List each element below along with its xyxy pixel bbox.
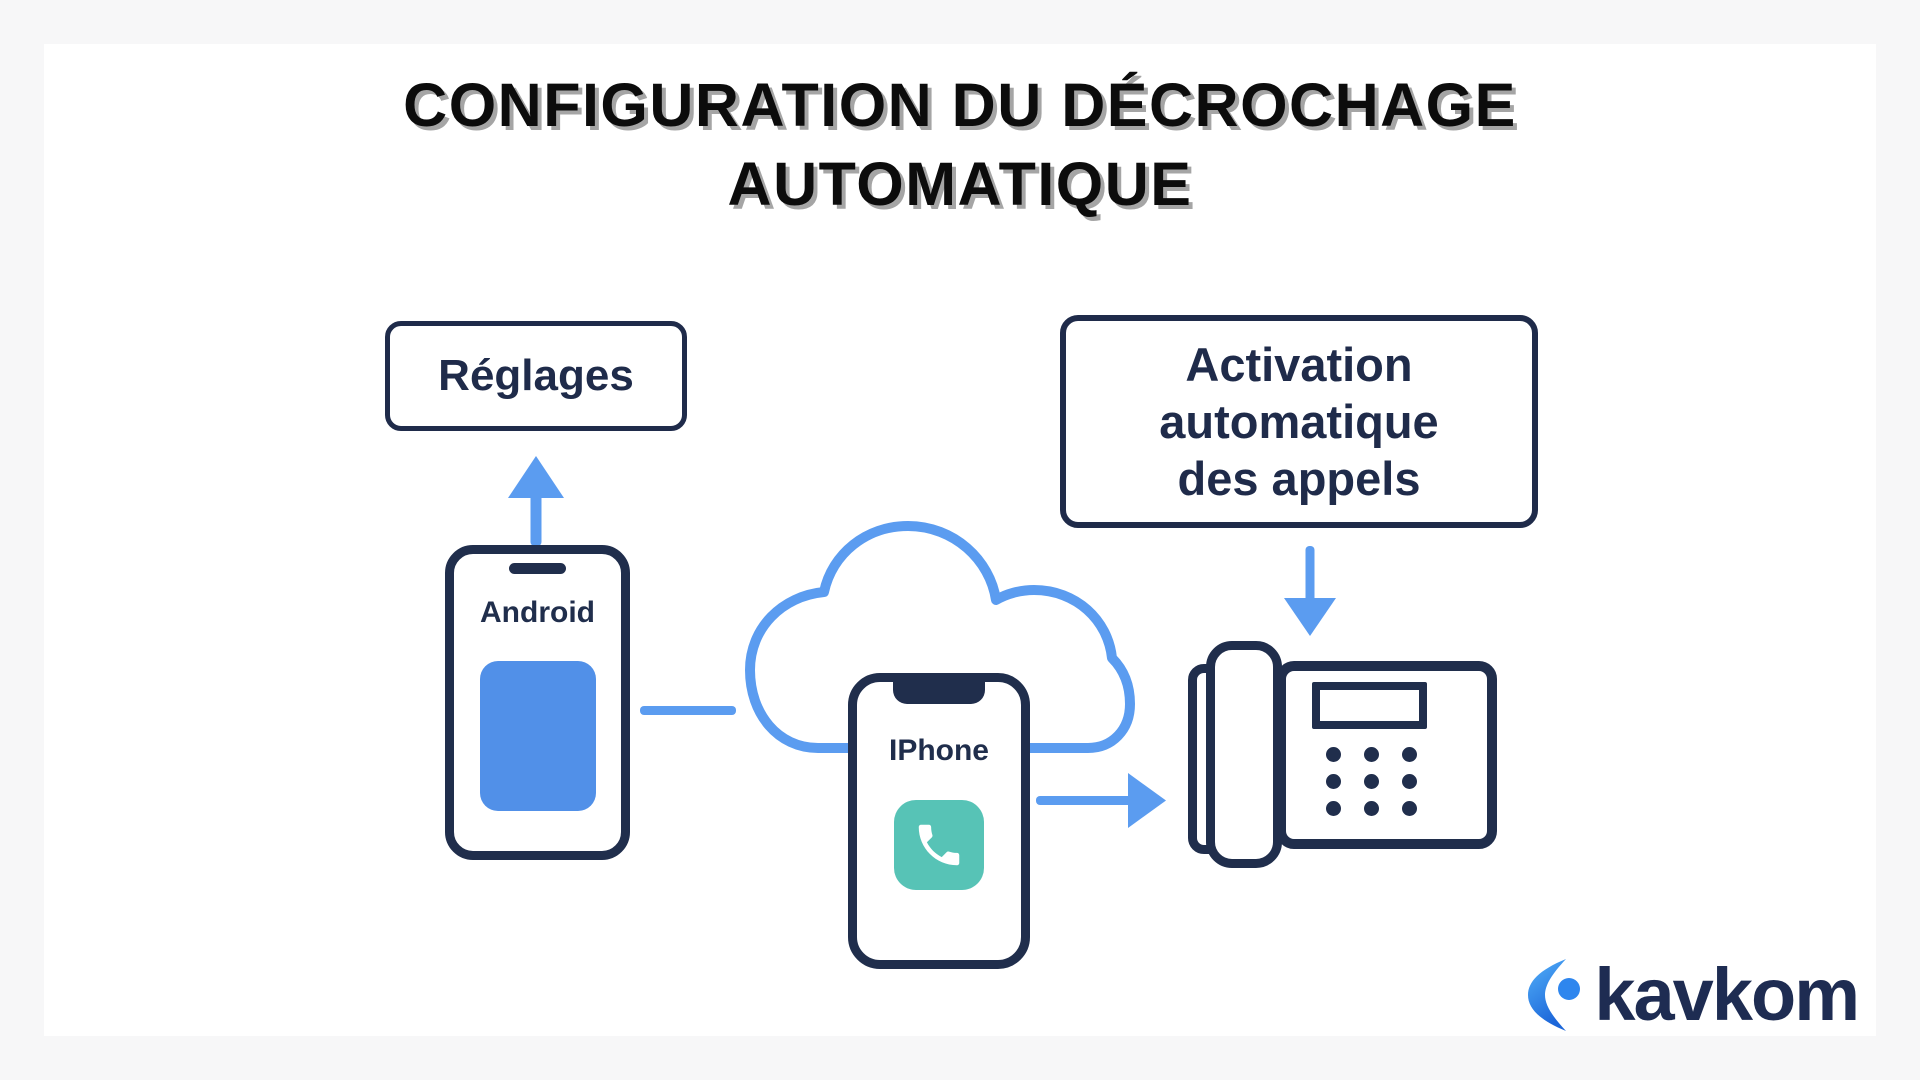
android-screen: [480, 661, 596, 811]
android-label: Android: [480, 596, 595, 629]
desk-phone-handset: [1206, 641, 1282, 868]
keypad-dot: [1326, 747, 1341, 762]
activation-box-line2: automatique: [1159, 394, 1439, 448]
phone-app-icon: [894, 800, 984, 890]
android-speaker-icon: [509, 563, 566, 574]
page-title: CONFIGURATION DU DÉCROCHAGE AUTOMATIQUE: [0, 66, 1920, 225]
iphone-label: IPhone: [888, 734, 989, 767]
page-title-line1: CONFIGURATION DU DÉCROCHAGE: [403, 71, 1517, 139]
activation-box: Activation automatique des appels: [1060, 315, 1538, 528]
settings-box-label: Réglages: [438, 351, 634, 400]
kavkom-logo-text: kavkom: [1594, 953, 1860, 1036]
kavkom-logo: kavkom: [1524, 953, 1860, 1036]
keypad-dot: [1364, 801, 1379, 816]
arrow-down-icon: [1284, 546, 1336, 636]
desk-phone-display: [1312, 682, 1427, 729]
keypad-dot: [1326, 774, 1341, 789]
activation-box-line1: Activation: [1185, 337, 1413, 391]
keypad-dot: [1364, 774, 1379, 789]
android-phone: Android: [445, 545, 630, 860]
activation-box-line3: des appels: [1177, 452, 1421, 506]
keypad-dot: [1326, 801, 1341, 816]
connector-line: [640, 706, 736, 715]
desk-phone-body: [1276, 661, 1497, 849]
keypad-dot: [1402, 747, 1417, 762]
keypad-dot: [1402, 774, 1417, 789]
kavkom-logo-mark-icon: [1528, 959, 1581, 1031]
desk-phone-keypad: [1326, 747, 1417, 816]
page-title-line2: AUTOMATIQUE: [727, 150, 1193, 219]
keypad-dot: [1364, 747, 1379, 762]
phone-handset-icon: [918, 824, 960, 866]
iphone-notch-icon: [893, 680, 985, 704]
arrow-up-icon: [508, 456, 564, 546]
iphone: IPhone: [848, 673, 1030, 969]
settings-box: Réglages: [385, 321, 687, 431]
keypad-dot: [1402, 801, 1417, 816]
cloud-icon: [745, 521, 1135, 753]
arrow-right-icon: [1036, 773, 1166, 828]
